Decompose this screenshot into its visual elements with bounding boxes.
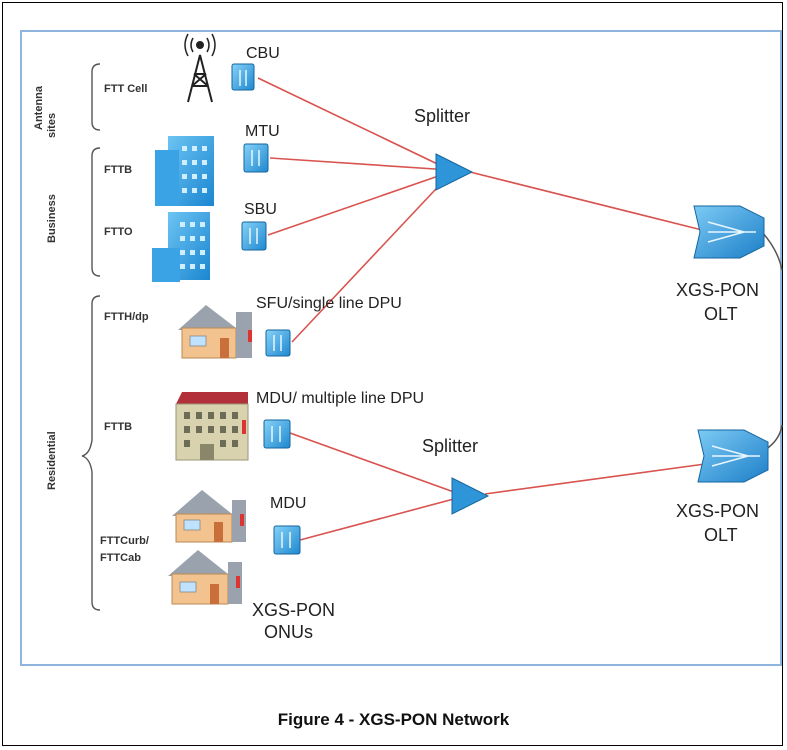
network-diagram: Antenna sites Business Residential FTT C… xyxy=(33,33,783,642)
link-cbu-splitter xyxy=(257,77,451,171)
category-fttb-business: FTTB xyxy=(104,164,132,176)
onu-mtu-icon xyxy=(243,143,269,173)
link-splitter-olt-bottom xyxy=(484,463,706,495)
splitter-bottom-icon xyxy=(451,477,490,515)
diagram-frame xyxy=(20,30,782,666)
olt-uplink-top xyxy=(761,231,783,271)
bracket-business xyxy=(91,147,101,277)
group-label-antenna-line1: Antenna xyxy=(33,85,45,130)
onu-mdu-multi-icon xyxy=(263,419,291,449)
category-fttb-residential: FTTB xyxy=(104,421,132,433)
onu-sfu-icon xyxy=(265,329,291,357)
label-olt-bottom-line1: XGS-PON xyxy=(676,501,759,521)
label-sfu: SFU/single line DPU xyxy=(256,295,402,312)
label-olt-top-line1: XGS-PON xyxy=(676,280,759,300)
label-splitter-top: Splitter xyxy=(414,106,470,126)
bracket-residential xyxy=(81,295,101,611)
olt-bottom-icon xyxy=(697,429,769,483)
business-building-sbu-icon xyxy=(152,212,210,282)
label-mdu-multi: MDU/ multiple line DPU xyxy=(256,390,424,407)
link-splitter-olt-top xyxy=(469,171,703,231)
house-ftth-icon xyxy=(178,305,252,359)
category-fttcab: FTTCab xyxy=(100,552,141,564)
label-cbu: CBU xyxy=(246,45,280,62)
figure-caption: Figure 4 - XGS-PON Network xyxy=(277,710,510,729)
group-label-antenna: sites xyxy=(46,113,58,138)
house-fttcurb-icon xyxy=(172,490,246,543)
group-brackets xyxy=(81,63,101,611)
onu-sbu-icon xyxy=(241,221,267,251)
olt-top-icon xyxy=(693,205,765,259)
label-onus-line2: ONUs xyxy=(264,622,313,642)
link-mdu-splitter xyxy=(299,495,466,541)
onu-mdu-icon xyxy=(273,525,301,555)
house-fttcab-icon xyxy=(168,550,242,605)
label-sbu: SBU xyxy=(244,201,277,218)
link-mtu-splitter xyxy=(269,157,451,171)
bracket-antenna xyxy=(91,63,101,131)
mdu-apartment-building-icon xyxy=(175,392,249,461)
label-mtu: MTU xyxy=(245,123,280,140)
category-ftth-dp: FTTH/dp xyxy=(104,311,149,323)
group-label-residential: Residential xyxy=(46,431,58,490)
splitter-top-icon xyxy=(435,153,474,191)
group-label-business: Business xyxy=(46,194,58,243)
link-mdu-multi-splitter xyxy=(289,432,466,497)
link-sbu-splitter xyxy=(267,171,451,236)
label-olt-bottom-line2: OLT xyxy=(704,525,738,545)
category-ftto: FTTO xyxy=(104,226,133,238)
label-olt-top-line2: OLT xyxy=(704,304,738,324)
link-sfu-splitter xyxy=(291,173,451,343)
fiber-links xyxy=(257,77,783,541)
antenna-tower-icon xyxy=(184,33,216,103)
label-onus-line1: XGS-PON xyxy=(252,600,335,620)
label-splitter-bottom: Splitter xyxy=(422,436,478,456)
category-fttcurb: FTTCurb/ xyxy=(100,535,149,547)
category-ftt-cell: FTT Cell xyxy=(104,83,147,95)
onu-cbu-icon xyxy=(231,63,255,91)
label-mdu: MDU xyxy=(270,495,306,512)
business-building-mtu-icon xyxy=(155,136,214,206)
